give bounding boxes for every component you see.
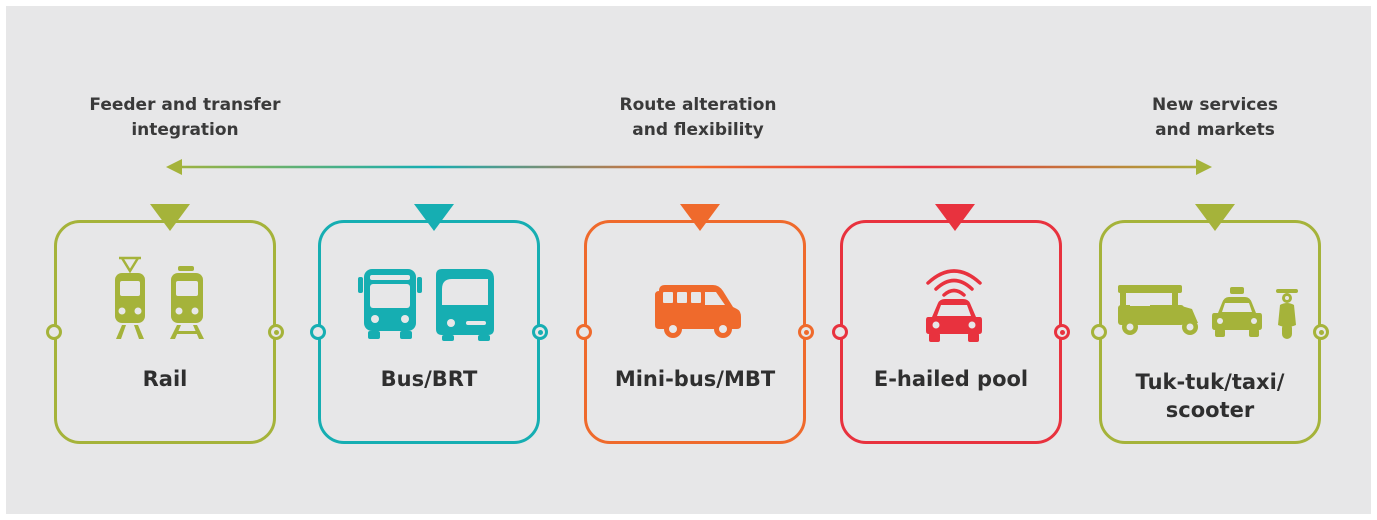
taxi-icon xyxy=(1212,287,1262,337)
bus-icons xyxy=(358,269,494,341)
connector-left xyxy=(310,324,326,340)
mode-card-tuk-tuk-taxi-scooter: Tuk-tuk/taxi/ scooter xyxy=(1099,220,1321,444)
connector-right xyxy=(268,324,284,340)
spectrum-arrow xyxy=(166,159,1212,175)
mode-label-line: Rail xyxy=(142,367,188,391)
pointer-triangle xyxy=(150,204,190,231)
pointer-triangle xyxy=(935,204,975,231)
pointer-triangle xyxy=(1195,204,1235,231)
diagram-background: Feeder and transfer integration Route al… xyxy=(6,6,1371,514)
mode-label: Bus/BRT xyxy=(321,365,537,393)
connector-right xyxy=(798,324,814,340)
mode-card-bus-brt: Bus/BRT xyxy=(318,220,540,444)
bus-front-icon xyxy=(358,269,422,339)
header-feeder-integration: Feeder and transfer integration xyxy=(35,93,335,143)
car-front-icon xyxy=(926,299,982,342)
mode-card-e-hailed-pool: E-hailed pool xyxy=(840,220,1062,444)
mode-card-minibus: Mini-bus/MBT xyxy=(584,220,806,444)
header-line: integration xyxy=(131,120,239,140)
mode-card-rail: Rail xyxy=(54,220,276,444)
pointer-triangle xyxy=(414,204,454,231)
mode-label: Tuk-tuk/taxi/ scooter xyxy=(1102,368,1318,424)
minibus-icon xyxy=(655,285,741,338)
connector-left xyxy=(576,324,592,340)
connector-right xyxy=(1054,324,1070,340)
arrow-head-left xyxy=(166,159,182,175)
tram-icon xyxy=(115,256,145,339)
header-line: Route alteration xyxy=(619,95,777,115)
connector-right xyxy=(532,324,548,340)
mode-label-line: Tuk-tuk/taxi/ xyxy=(1135,370,1285,394)
header-route-flexibility: Route alteration and flexibility xyxy=(548,93,848,143)
connector-left xyxy=(1091,324,1107,340)
mode-label-line: Mini-bus/MBT xyxy=(614,367,776,391)
mode-label: Rail xyxy=(57,365,273,393)
mode-label: E-hailed pool xyxy=(843,365,1059,393)
header-line: New services xyxy=(1151,95,1279,115)
rail-icons xyxy=(115,256,204,339)
scooter-icon xyxy=(1276,289,1298,339)
connector-left xyxy=(832,324,848,340)
mode-label-line: scooter xyxy=(1165,398,1255,422)
connector-right xyxy=(1313,324,1329,340)
bus-side-icon xyxy=(436,269,494,341)
small-vehicle-icons xyxy=(1118,285,1298,339)
pointer-triangle xyxy=(680,204,720,231)
connector-left xyxy=(46,324,62,340)
tuk-tuk-icon xyxy=(1118,285,1198,335)
header-line: Feeder and transfer xyxy=(89,95,281,115)
train-icon xyxy=(170,266,204,339)
arrow-head-right xyxy=(1196,159,1212,175)
mode-label-line: Bus/BRT xyxy=(380,367,478,391)
connected-car-icon xyxy=(926,269,982,342)
mode-label: Mini-bus/MBT xyxy=(587,365,803,393)
header-new-services: New services and markets xyxy=(1065,93,1365,143)
header-line: and markets xyxy=(1155,120,1275,140)
mode-label-line: E-hailed pool xyxy=(873,367,1029,391)
signal-waves-icon xyxy=(926,269,982,297)
header-line: and flexibility xyxy=(632,120,764,140)
